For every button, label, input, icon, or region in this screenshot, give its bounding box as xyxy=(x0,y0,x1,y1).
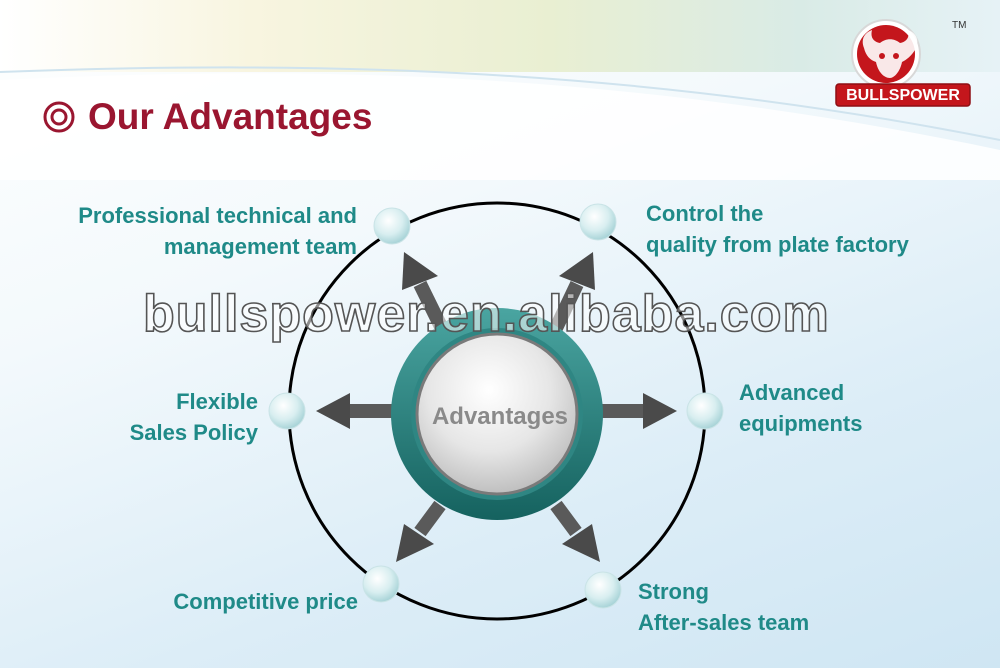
label-line: Advanced xyxy=(739,380,845,405)
advantage-label-equipments: Advanced equipments xyxy=(739,377,862,439)
node-quality-control xyxy=(579,203,617,241)
advantage-label-sales-policy: Flexible Sales Policy xyxy=(100,386,258,448)
page-title: Our Advantages xyxy=(42,96,372,138)
trademark-text: TM xyxy=(952,20,966,31)
bullspower-logo: BULLSPOWER TM xyxy=(835,19,971,107)
double-circle-icon xyxy=(43,101,75,133)
advantage-label-professional-team: Professional technical and management te… xyxy=(30,200,357,262)
label-line: Strong xyxy=(638,579,709,604)
label-line: equipments xyxy=(739,411,863,436)
page-title-text: Our Advantages xyxy=(88,96,373,137)
label-line: After-sales team xyxy=(638,610,810,635)
logo-brand-text: BULLSPOWER xyxy=(846,87,960,104)
hub-label: Advantages xyxy=(431,403,569,430)
label-line: Professional technical and xyxy=(78,203,357,228)
label-line: Competitive price xyxy=(173,589,358,614)
node-equipments xyxy=(686,392,724,430)
label-line: Sales Policy xyxy=(129,420,258,445)
label-line: Control the xyxy=(646,201,764,226)
advantage-label-after-sales: Strong After-sales team xyxy=(638,576,809,638)
arrow-bottom-right xyxy=(550,500,600,562)
advantage-label-competitive-price: Competitive price xyxy=(130,586,358,617)
node-sales-policy xyxy=(268,392,306,430)
advantage-label-quality-control: Control the quality from plate factory xyxy=(646,198,909,260)
node-competitive-price xyxy=(362,565,400,603)
arrow-right xyxy=(602,393,677,429)
label-line: Flexible xyxy=(176,389,258,414)
node-professional-team xyxy=(373,207,411,245)
top-banner xyxy=(0,0,1000,72)
watermark-text: bullspower.en.alibaba.com xyxy=(142,284,830,344)
hub-center xyxy=(415,332,579,496)
label-line: quality from plate factory xyxy=(646,232,909,257)
arrow-left xyxy=(316,393,392,429)
arrow-bottom-left xyxy=(396,500,446,562)
label-line: management team xyxy=(163,234,357,259)
node-after-sales xyxy=(584,571,622,609)
